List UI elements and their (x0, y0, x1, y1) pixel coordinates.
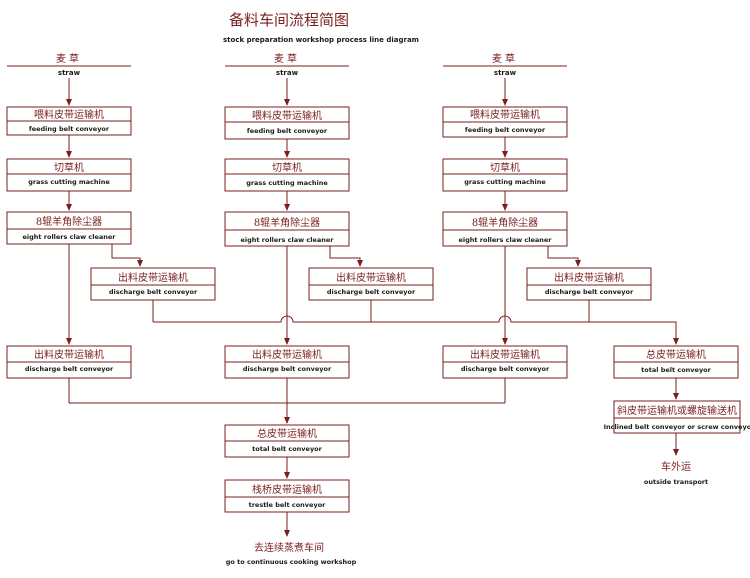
node-label-en: feeding belt conveyor (29, 125, 110, 133)
node-label-en: eight rollers claw cleaner (22, 233, 116, 241)
upper-discharge-conveyor-box: 出料皮带运输机 discharge belt conveyor (308, 267, 434, 301)
node-label: 喂料皮带运输机 (34, 108, 104, 121)
node-label-en: total belt conveyor (641, 366, 712, 374)
lower-discharge-conveyor-box: 出料皮带运输机 discharge belt conveyor (6, 345, 132, 379)
node-label-en: eight rollers claw cleaner (240, 236, 334, 244)
flow-arrow (329, 246, 363, 267)
node-label-en: feeding belt conveyor (247, 127, 328, 135)
node-label: 喂料皮带运输机 (252, 109, 322, 122)
node-label-en: trestle belt conveyor (249, 501, 327, 509)
claw-cleaner-box: 8辊羊角除尘器 eight rollers claw cleaner (224, 211, 350, 247)
node-label: 切草机 (54, 161, 84, 174)
node-label-en: feeding belt conveyor (465, 126, 546, 134)
outside-transport-label: 车外运 (661, 460, 691, 473)
upper-discharge-conveyor-box: 出料皮带运输机 discharge belt conveyor (526, 267, 652, 301)
upper-discharge-conveyor-box: 出料皮带运输机 discharge belt conveyor (90, 267, 216, 301)
node-label: 斜皮带运输机或螺旋输送机 (617, 404, 737, 417)
node-label-en: grass cutting machine (464, 178, 546, 186)
feeding-belt-conveyor-box: 喂料皮带运输机 feeding belt conveyor (6, 106, 132, 136)
source-label-en: straw (58, 69, 81, 77)
cooking-workshop-label-en: go to continuous cooking workshop (226, 558, 357, 566)
flow-arrow (111, 244, 143, 267)
node-label: 出料皮带运输机 (336, 271, 406, 284)
grass-cutting-machine-box: 切草机 grass cutting machine (224, 158, 350, 192)
claw-cleaner-box: 8辊羊角除尘器 eight rollers claw cleaner (6, 211, 132, 245)
column-3: 麦草 straw 喂料皮带运输机 feeding belt conveyor 切… (442, 53, 652, 403)
node-label: 切草机 (490, 161, 520, 174)
node-label: 栈桥皮带运输机 (252, 483, 322, 496)
node-label: 8辊羊角除尘器 (36, 215, 102, 228)
column-2: 麦草 straw 喂料皮带运输机 feeding belt conveyor 切… (224, 53, 434, 424)
node-label: 出料皮带运输机 (34, 348, 104, 361)
node-label: 喂料皮带运输机 (470, 108, 540, 121)
source-label: 麦草 (274, 53, 300, 65)
right-total-conveyor-box: 总皮带运输机 total belt conveyor (613, 345, 739, 379)
source-label-en: straw (276, 69, 299, 77)
node-label-en: total belt conveyor (252, 445, 323, 453)
diagram-title: 备料车间流程简图 (229, 11, 349, 29)
source-label-en: straw (494, 69, 517, 77)
feeding-belt-conveyor-box: 喂料皮带运输机 feeding belt conveyor (224, 106, 350, 140)
outside-transport-label-en: outside transport (644, 478, 708, 486)
source-label: 麦草 (492, 53, 518, 65)
node-label-en: grass cutting machine (246, 179, 328, 187)
flow-arrow (547, 246, 581, 267)
lower-discharge-conveyor-box: 出料皮带运输机 discharge belt conveyor (442, 345, 568, 379)
claw-cleaner-box: 8辊羊角除尘器 eight rollers claw cleaner (442, 211, 568, 247)
feeding-belt-conveyor-box: 喂料皮带运输机 feeding belt conveyor (442, 106, 568, 138)
node-label: 总皮带运输机 (257, 427, 317, 440)
grass-cutting-machine-box: 切草机 grass cutting machine (6, 158, 132, 192)
node-label-en: eight rollers claw cleaner (458, 236, 552, 244)
node-label: 8辊羊角除尘器 (254, 216, 320, 229)
node-label-en: discharge belt conveyor (243, 365, 332, 373)
node-label: 出料皮带运输机 (554, 271, 624, 284)
trestle-conveyor-box: 栈桥皮带运输机 trestle belt conveyor (224, 479, 350, 513)
diagram-subtitle: stock preparation workshop process line … (223, 36, 419, 44)
node-label: 出料皮带运输机 (470, 348, 540, 361)
upper-collector-line (152, 300, 676, 344)
cooking-workshop-label: 去连续蒸煮车间 (254, 541, 324, 554)
node-label-en: discharge belt conveyor (545, 288, 634, 296)
node-label: 总皮带运输机 (646, 348, 706, 361)
node-label-en: discharge belt conveyor (25, 365, 114, 373)
grass-cutting-machine-box: 切草机 grass cutting machine (442, 158, 568, 192)
lower-discharge-conveyor-box: 出料皮带运输机 discharge belt conveyor (224, 345, 350, 379)
node-label-en: grass cutting machine (28, 178, 110, 186)
node-label-en: Inclined belt conveyor or screw conveyor (604, 423, 750, 431)
node-label-en: discharge belt conveyor (109, 288, 198, 296)
source-label: 麦草 (56, 53, 82, 65)
center-total-conveyor-box: 总皮带运输机 total belt conveyor (224, 424, 350, 458)
node-label-en: discharge belt conveyor (327, 288, 416, 296)
node-label: 切草机 (272, 161, 302, 174)
node-label: 出料皮带运输机 (252, 348, 322, 361)
node-label: 8辊羊角除尘器 (472, 216, 538, 229)
node-label-en: discharge belt conveyor (461, 365, 550, 373)
column-1: 麦草 straw 喂料皮带运输机 feeding belt conveyor 切… (6, 53, 216, 403)
node-label: 出料皮带运输机 (118, 271, 188, 284)
inclined-conveyor-box: 斜皮带运输机或螺旋输送机 Inclined belt conveyor or s… (604, 400, 750, 434)
